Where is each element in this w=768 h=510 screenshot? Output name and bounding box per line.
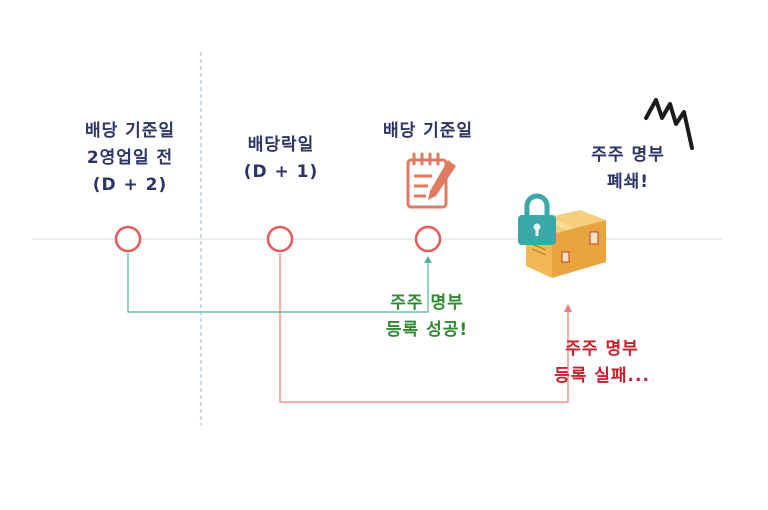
node-record xyxy=(414,225,442,253)
memo-icon xyxy=(406,152,456,209)
fail-connector xyxy=(279,253,569,403)
label-register-success: 주주 명부 등록 성공! xyxy=(385,293,469,340)
squiggle-icon xyxy=(644,98,694,150)
node-d2 xyxy=(114,225,142,253)
label-register-fail: 주주 명부 등록 실패... xyxy=(554,339,650,386)
padlock-icon xyxy=(518,193,556,245)
success-arrowhead xyxy=(424,256,432,263)
node-d1 xyxy=(266,225,294,253)
label-d1: 배당락일 (D + 1) xyxy=(243,135,319,182)
label-record-date: 배당 기준일 xyxy=(382,121,474,141)
label-d2: 배당 기준일 2영업일 전 (D + 2) xyxy=(84,121,176,195)
success-connector xyxy=(127,253,429,313)
fail-arrowhead xyxy=(564,304,572,312)
label-register-closed: 주주 명부 폐쇄! xyxy=(591,145,665,192)
